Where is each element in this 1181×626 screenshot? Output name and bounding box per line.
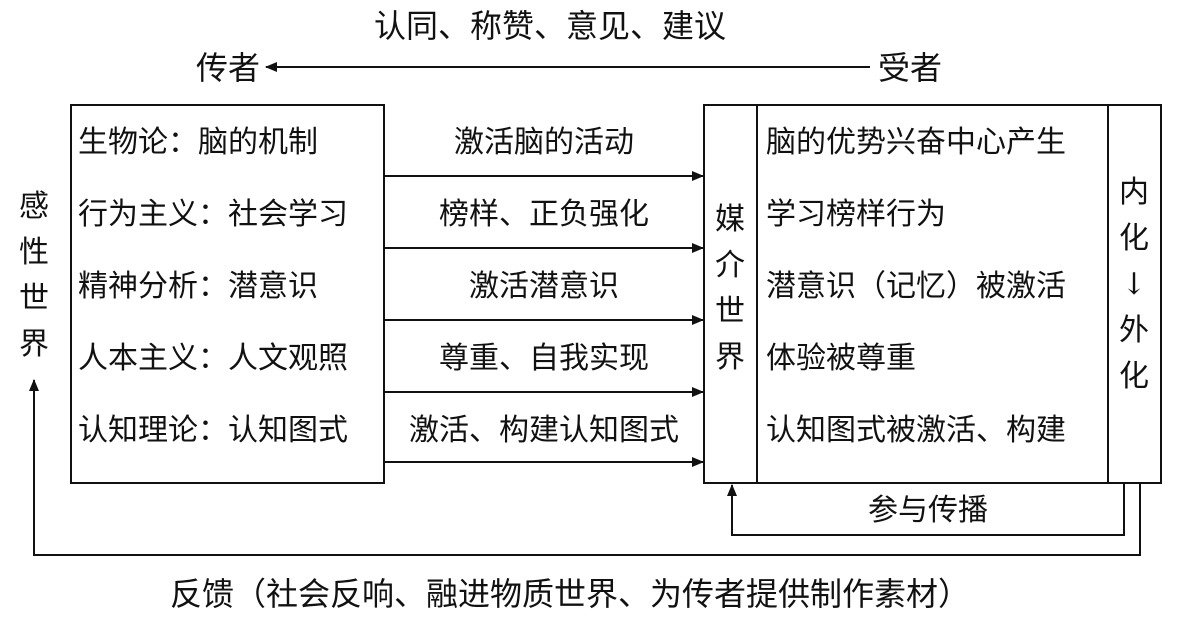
action-label: 激活脑的活动	[454, 125, 634, 160]
media-world-char: 媒	[715, 202, 745, 237]
media-world-column	[703, 104, 758, 484]
internalize-label: 内 化 ↓ 外 化	[1116, 178, 1152, 408]
action-label: 榜样、正负强化	[439, 197, 649, 232]
theory-item: 认知理论：认知图式	[78, 413, 348, 448]
theories-box	[70, 104, 385, 484]
effect-item: 脑的优势兴奋中心产生	[766, 125, 1066, 160]
internalize-char: 化	[1119, 221, 1149, 256]
top-feedback-label: 认同、称赞、意见、建议	[374, 7, 727, 45]
effect-item: 认知图式被激活、构建	[766, 413, 1066, 448]
media-world-char: 世	[715, 294, 745, 329]
effect-item: 学习榜样行为	[766, 197, 946, 232]
media-world-char: 介	[715, 248, 745, 283]
internalize-char: 内	[1119, 175, 1149, 210]
effect-item: 体验被尊重	[766, 341, 916, 376]
receiver-label: 受者	[878, 49, 943, 87]
internalize-arrow: ↓	[1121, 267, 1147, 302]
bottom-feedback-loop	[29, 379, 1141, 556]
sensory-world-char: 性	[19, 235, 49, 270]
sender-label: 传者	[196, 49, 261, 87]
participate-label: 参与传播	[868, 493, 988, 528]
bottom-feedback-label: 反馈（社会反响、融进物质世界、为传者提供制作素材）	[170, 575, 971, 613]
theory-item: 行为主义：社会学习	[78, 197, 348, 232]
media-world-char: 界	[715, 340, 745, 375]
internalize-char: 外	[1119, 313, 1149, 348]
internalize-column	[1107, 104, 1162, 484]
action-label: 尊重、自我实现	[439, 341, 649, 376]
action-label: 激活潜意识	[469, 269, 619, 304]
effect-item: 潜意识（记忆）被激活	[766, 269, 1066, 304]
sensory-world-char: 世	[19, 281, 49, 316]
theory-item: 精神分析：潜意识	[78, 269, 318, 304]
sensory-world-label: 感 性 世 界	[17, 192, 51, 376]
action-label: 激活、构建认知图式	[409, 413, 679, 448]
sensory-world-char: 感	[19, 189, 49, 224]
sensory-world-char: 界	[19, 327, 49, 362]
theory-item: 生物论：脑的机制	[78, 125, 318, 160]
participate-loop	[727, 483, 1125, 536]
theory-item: 人本主义：人文观照	[78, 341, 348, 376]
internalize-char: 化	[1119, 359, 1149, 394]
media-world-label: 媒 介 世 界	[712, 205, 748, 389]
